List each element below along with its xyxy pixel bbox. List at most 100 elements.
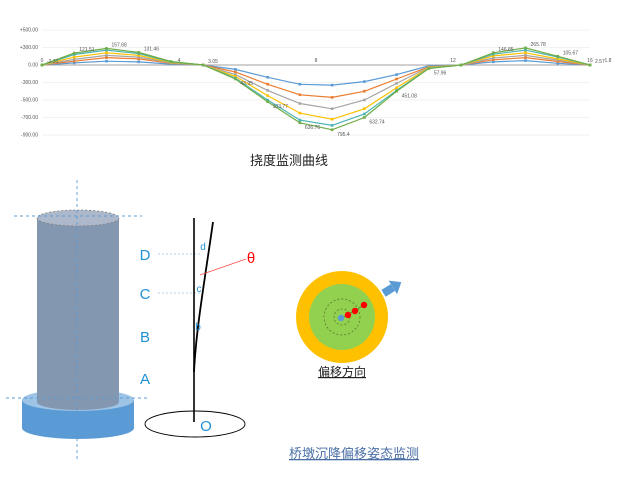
chart-point: [234, 70, 237, 74]
chart-point: [556, 60, 560, 63]
angle-label: θ: [247, 250, 255, 267]
chart-point: [72, 61, 76, 65]
chart-data-label: 3.05: [208, 59, 218, 65]
ground-ellipse: [144, 410, 246, 438]
chart-data-label: 265.78: [531, 42, 547, 48]
chart-point: [105, 54, 108, 57]
chart-point: [298, 121, 302, 125]
chart-point: [524, 59, 527, 62]
chart-point: [491, 56, 495, 60]
chart-point: [556, 54, 560, 58]
chart-point: [588, 63, 592, 67]
chart-point: [395, 89, 398, 93]
chart-data-label: 146.85: [498, 47, 514, 53]
chart-y-tick-label: 0.00: [28, 63, 38, 69]
chart-point: [137, 51, 141, 54]
chart-point: [491, 58, 495, 62]
chart-point: [105, 48, 108, 52]
chart-point: [234, 77, 237, 81]
chart-point: [266, 94, 269, 97]
pier-diagram: D C B A d c b O θ: [6, 180, 255, 462]
chart-point: [298, 102, 302, 105]
chart-series-line: [41, 56, 591, 99]
chart-point: [137, 55, 141, 59]
chart-point: [234, 75, 237, 78]
chart-data-label: 131.46: [144, 46, 160, 52]
chart-data-label: 105.67: [563, 50, 579, 56]
deflection-curve: [193, 221, 214, 373]
chart-point: [266, 100, 269, 104]
center-point: [337, 314, 345, 322]
chart-data-label: 632.74: [369, 120, 385, 126]
chart-point: [137, 54, 141, 57]
chart-point: [363, 116, 366, 119]
chart-point: [524, 56, 527, 59]
level-label-d: D: [140, 247, 151, 264]
point-label-c: c: [197, 284, 202, 295]
chart-point: [40, 63, 44, 67]
chart-caption: 挠度监测曲线: [250, 153, 328, 169]
chart-y-tick-label: -700.00: [21, 115, 38, 121]
deflection-chart: +500.00+300.000.00-300.00-500.00-700.00-…: [0, 28, 637, 140]
chart-point: [363, 107, 366, 111]
offset-direction-diagram: 偏移方向: [296, 271, 402, 379]
offset-point-1: [344, 311, 352, 319]
offset-caption: 偏移方向: [318, 364, 366, 379]
chart-point: [491, 60, 495, 64]
chart-point: [363, 112, 366, 116]
chart-series-line: [41, 59, 591, 86]
chart-series-line: [41, 47, 591, 131]
chart-point: [330, 83, 334, 87]
chart-point: [491, 51, 495, 55]
chart-data-label: 795.4: [337, 132, 350, 138]
footer-caption: 桥墩沉降偏移姿态监测: [289, 446, 419, 462]
pier-body: [37, 218, 119, 402]
point-label-d: d: [200, 242, 206, 253]
chart-point: [556, 57, 560, 61]
chart-point: [137, 60, 141, 64]
chart-series: [40, 46, 592, 132]
chart-data-label: 43.95: [240, 81, 253, 87]
point-label-b: b: [195, 322, 201, 333]
chart-point: [330, 117, 334, 121]
chart-point: [137, 57, 141, 61]
chart-point: [298, 82, 302, 86]
chart-point: [72, 51, 76, 55]
chart-point: [491, 54, 495, 58]
chart-point: [395, 86, 398, 90]
chart-data-labels: -2.31121.51157.68131.463.0543.95103.7763…: [47, 42, 605, 138]
chart-point: [234, 68, 237, 71]
chart-data-label: 636.76: [305, 125, 321, 131]
chart-point: [72, 55, 76, 59]
chart-point: [72, 59, 76, 63]
chart-point: [169, 60, 173, 63]
chart-point: [363, 98, 366, 102]
chart-y-ticks: +500.00+300.000.00-300.00-500.00-700.00-…: [20, 28, 38, 139]
chart-point: [201, 63, 205, 67]
chart-point: [330, 107, 334, 111]
chart-point: [105, 51, 108, 55]
chart-y-tick-label: -500.00: [21, 98, 38, 104]
chart-point: [105, 47, 108, 50]
angle-line: [199, 258, 247, 276]
chart-gridlines: [42, 29, 590, 136]
chart-data-label: -2.31: [47, 59, 59, 65]
chart-point: [395, 73, 398, 76]
chart-point: [266, 75, 269, 79]
chart-point: [491, 52, 495, 56]
origin-label: O: [200, 418, 212, 435]
offset-point-3: [360, 301, 368, 309]
chart-point: [72, 58, 76, 61]
chart-y-tick-label: -300.00: [21, 80, 38, 86]
chart-x-tick-label: 0: [41, 58, 44, 64]
offset-point-2: [351, 307, 359, 315]
chart-point: [395, 77, 398, 81]
chart-x-tick-label: 12: [450, 58, 456, 64]
chart-point: [266, 82, 269, 86]
pier-body-bottom: [37, 394, 119, 410]
chart-x-tick-label: 4: [178, 58, 181, 64]
chart-x-tick-label: 16: [587, 58, 593, 64]
chart-point: [298, 111, 302, 115]
